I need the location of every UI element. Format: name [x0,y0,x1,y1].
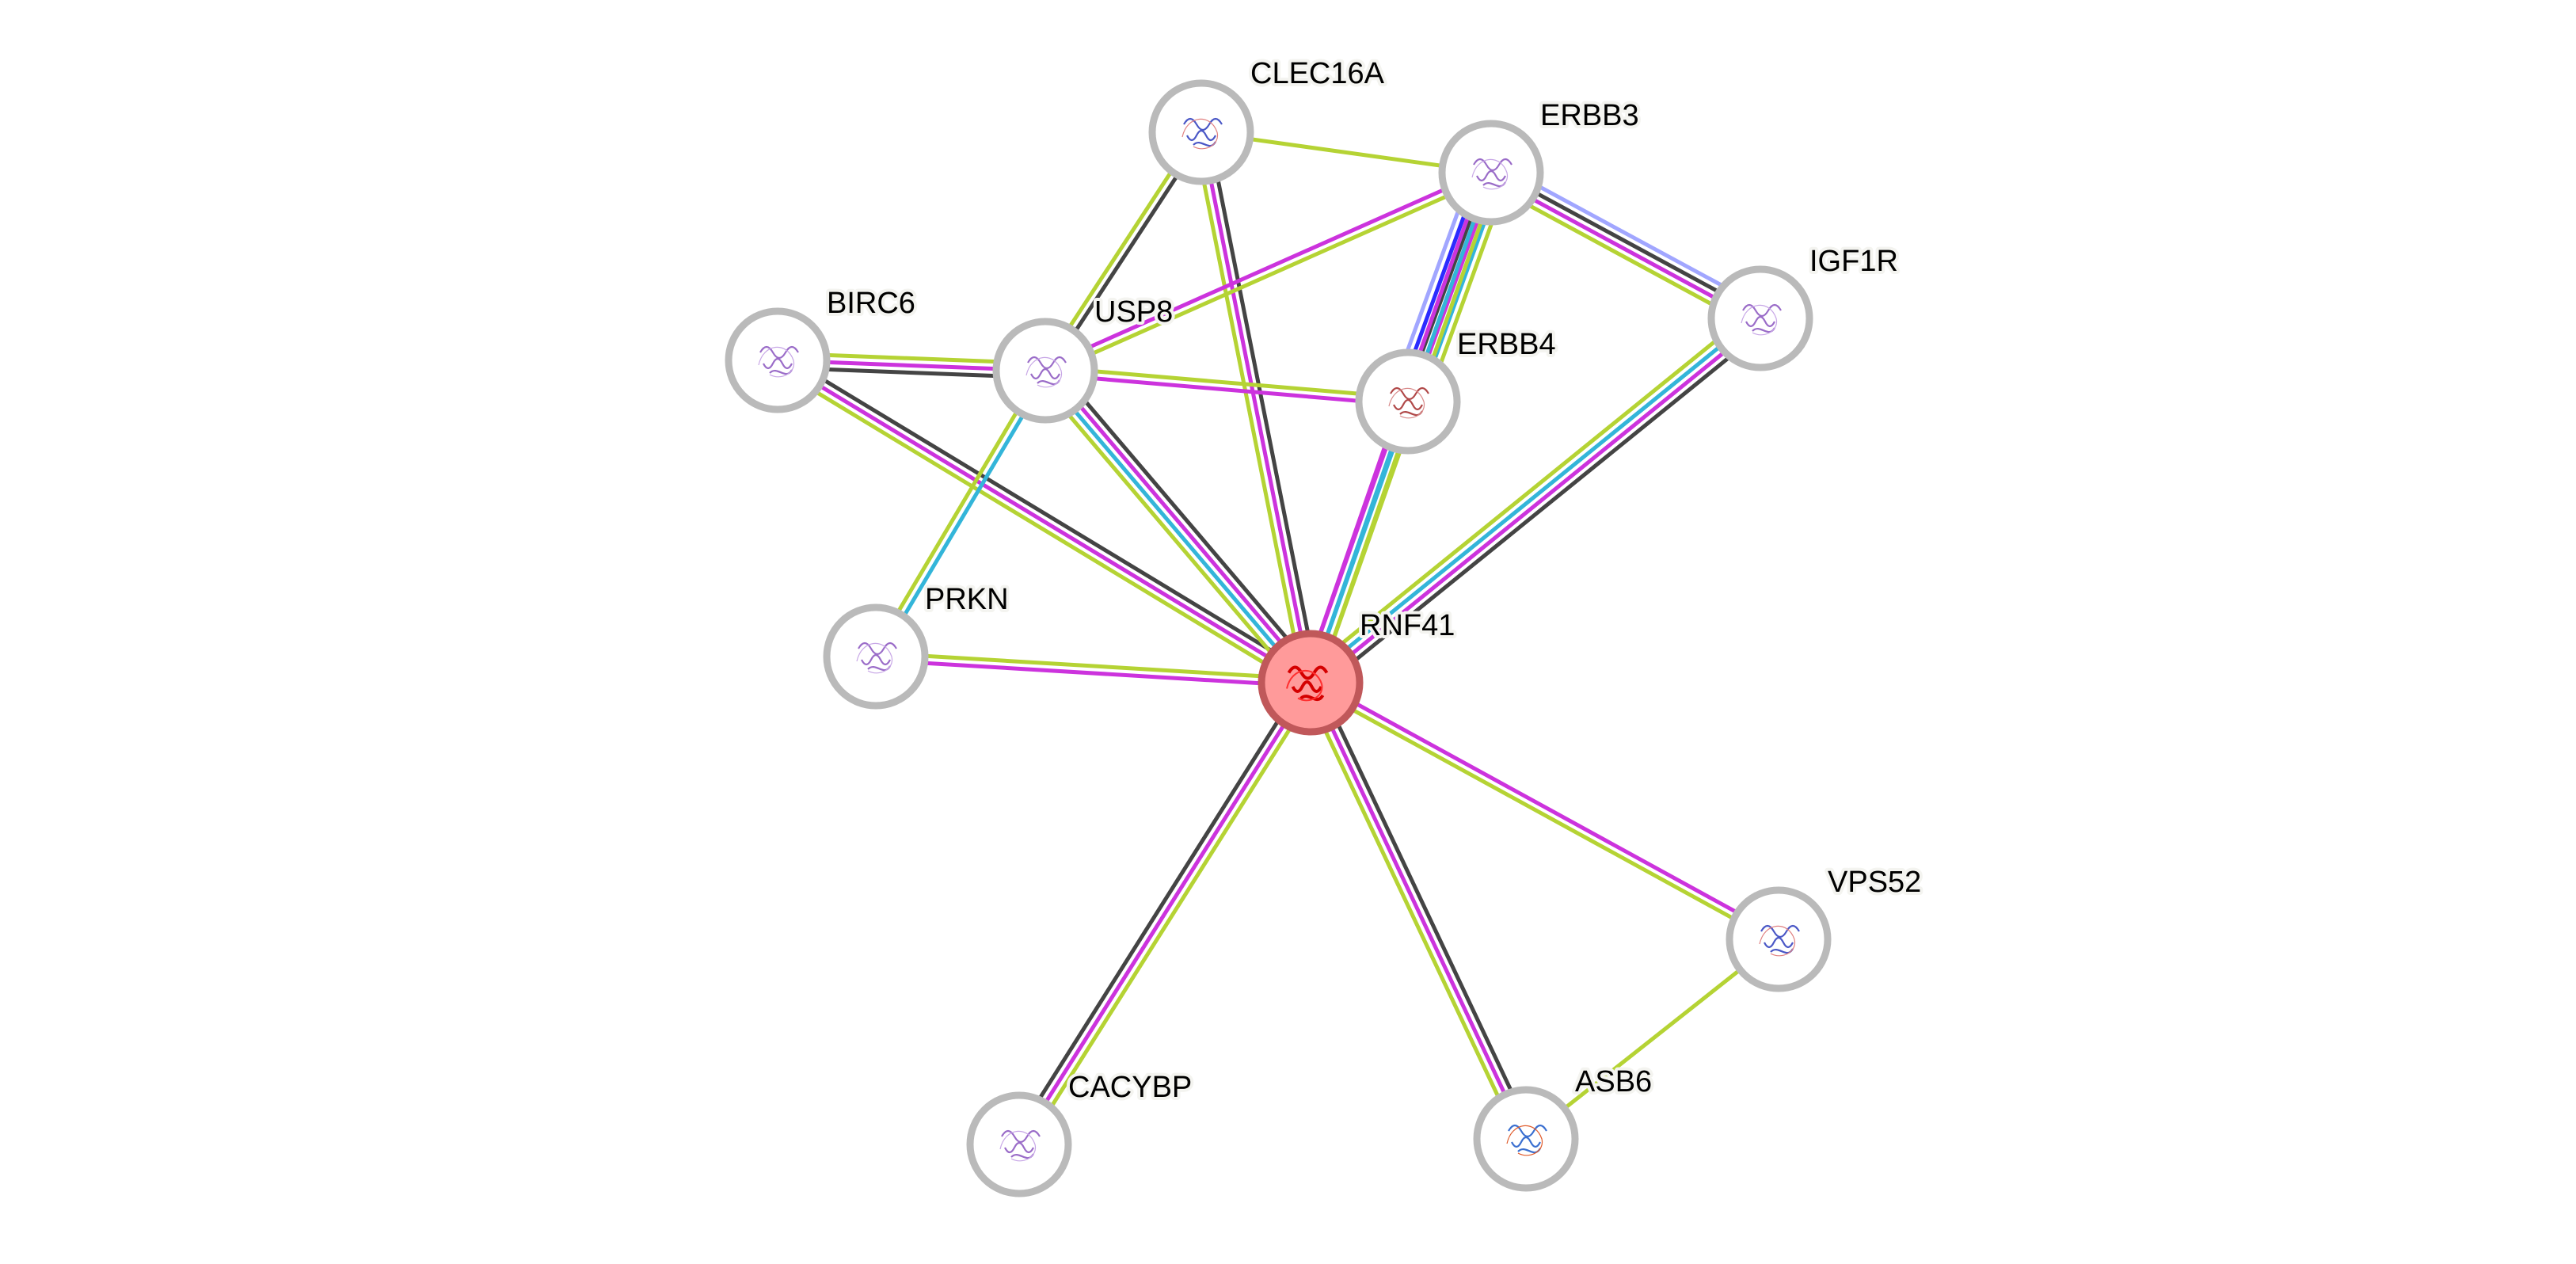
edge-evidence-experiments [1308,681,1528,1140]
node-circle[interactable] [823,603,929,710]
edge-clec16a-rnf41[interactable] [1192,130,1320,685]
edge-evidence-experiments [1017,681,1313,1146]
edge-evidence-curated-databases [1307,314,1760,682]
edge-evidence-textmining [1023,685,1318,1150]
edge-igf1r-rnf41[interactable] [1302,308,1769,693]
edge-evidence-textmining [773,364,1308,691]
edge-prkn-rnf41[interactable] [875,651,1311,688]
node-label: BIRC6 [827,287,915,320]
node-circle[interactable] [1148,79,1254,185]
protein-structure-icon-purple [999,1129,1041,1162]
edge-evidence-textmining [876,651,1311,682]
node-circle[interactable] [1726,886,1832,992]
node-circle[interactable] [1707,265,1813,371]
edge-evidence-textmining [1045,365,1409,401]
edge-evidence-curated-databases [1041,371,1310,687]
edge-evidence-coexpression [780,352,1315,679]
node-asb6[interactable]: ASB6 [1473,1062,1655,1192]
node-label: ERBB4 [1457,328,1556,361]
edge-evidence-textmining [1307,683,1779,945]
edge-evidence-textmining [1302,684,1522,1143]
node-prkn[interactable]: PRKN [823,580,1012,710]
protein-structure-icon-blue [1759,924,1800,957]
edge-evidence-coexpression [1011,677,1307,1142]
node-erbb4[interactable]: ERBB4 [1355,325,1559,455]
edge-evidence-experiments [1043,167,1491,370]
edge-evidence-coexpression [1315,679,1535,1137]
protein-structure-icon-purple [758,345,799,378]
node-circle[interactable] [1355,348,1461,455]
edge-evidence-coexpression [1052,362,1321,677]
edge-evidence-experiments [1311,319,1764,687]
protein-structure-icon-purple [856,642,897,674]
edge-vps52-asb6[interactable] [1524,938,1780,1140]
node-label: IGF1R [1809,245,1898,278]
protein-structure-icon-purple [1025,356,1067,388]
node-circle[interactable] [966,1091,1072,1197]
edge-evidence-textmining [1192,133,1306,685]
edge-evidence-experiments [776,358,1312,685]
edge-rnf41-cacybp[interactable] [1011,677,1318,1150]
edge-usp8-rnf41[interactable] [1035,362,1321,691]
edge-evidence-curated-databases [877,371,1051,660]
protein-structure-icon-rainbow [1506,1124,1547,1156]
node-label: CLEC16A [1250,57,1385,90]
edge-evidence-textmining [1035,376,1304,691]
protein-structure-icon-blue [1181,117,1223,150]
node-label: VPS52 [1828,866,1921,899]
node-circle[interactable] [1473,1086,1579,1192]
node-label: RNF41 [1360,609,1455,642]
protein-structure-icon-red [1286,665,1329,702]
protein-structure-icon-brown [1388,386,1429,419]
edge-evidence-experiments [875,657,1311,688]
edge-evidence-textmining [1524,938,1780,1140]
node-igf1r[interactable]: IGF1R [1707,242,1901,371]
protein-structure-icon-purple [1741,303,1782,336]
edge-evidence-textmining [1045,173,1493,376]
node-usp8[interactable]: USP8 [992,292,1176,424]
edge-evidence-experiments [1199,131,1313,683]
edge-evidence-experiments [1046,367,1315,682]
node-label: ASB6 [1575,1065,1652,1098]
edge-usp8-erbb4[interactable] [1044,365,1409,407]
node-erbb3[interactable]: ERBB3 [1438,96,1642,226]
node-circle[interactable] [992,318,1098,424]
node-vps52[interactable]: VPS52 [1726,862,1924,992]
edge-evidence-experiments [1044,371,1408,407]
node-rnf41[interactable]: RNF41 [1258,606,1458,736]
node-label: ERBB3 [1540,99,1639,132]
edge-evidence-experiments [1311,677,1782,938]
node-label: USP8 [1094,295,1173,329]
edge-rnf41-vps52[interactable] [1307,677,1782,945]
edge-evidence-coexpression [1206,130,1320,682]
edge-usp8-prkn[interactable] [870,367,1051,660]
edge-evidence-textmining [1302,308,1756,676]
node-label: CACYBP [1068,1071,1192,1104]
node-label: PRKN [925,583,1009,616]
edge-evidence-textmining [870,367,1044,656]
edge-rnf41-asb6[interactable] [1302,679,1535,1143]
node-clec16a[interactable]: CLEC16A [1148,54,1388,185]
edge-erbb3-usp8[interactable] [1043,167,1493,376]
node-circle[interactable] [1438,120,1544,226]
edge-birc6-rnf41[interactable] [773,352,1315,691]
edge-evidence-coexpression [1315,325,1769,693]
node-birc6[interactable]: BIRC6 [725,284,919,413]
node-cacybp[interactable]: CACYBP [966,1068,1195,1197]
protein-structure-icon-purple [1471,158,1512,190]
node-circle[interactable] [725,307,831,413]
